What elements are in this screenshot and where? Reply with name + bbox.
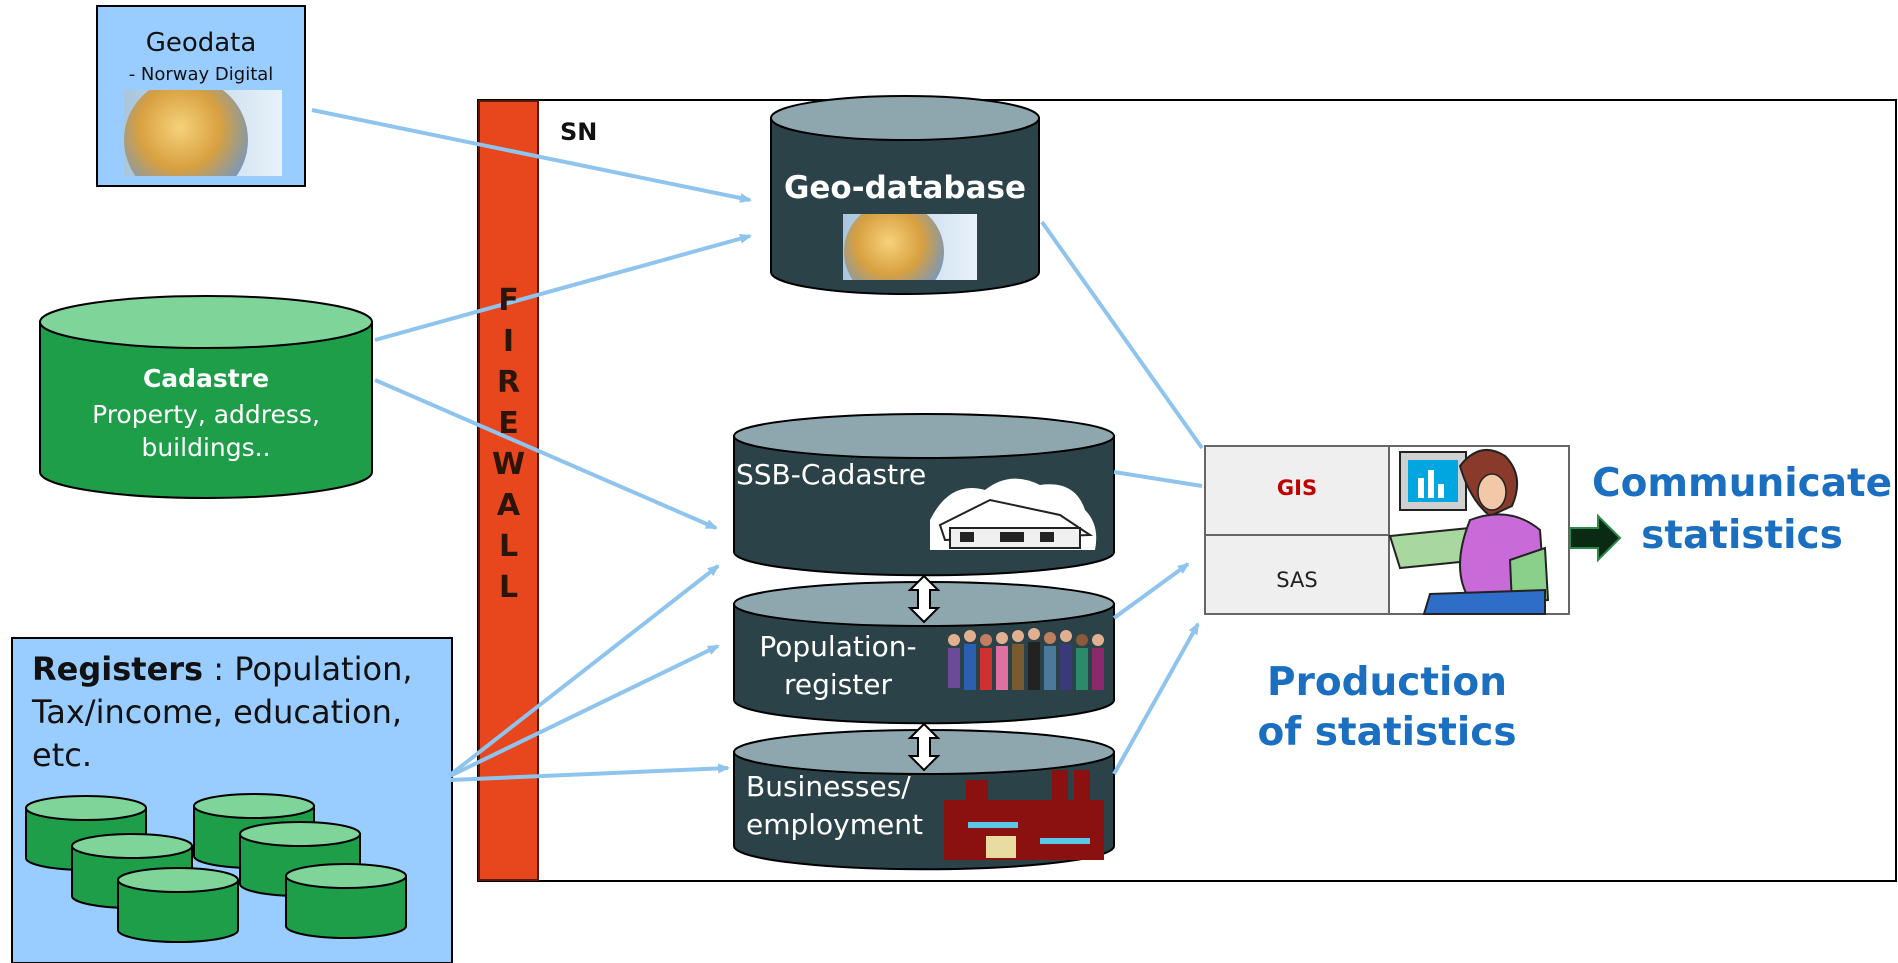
communicate-arrow-right-icon [1569,513,1622,563]
geodata-subtitle: - Norway Digital [128,64,274,85]
double-arrow-cadastre-population [907,574,941,624]
production-label: Production of statistics [1232,658,1542,758]
arrow-population-to-workstation [1112,562,1190,620]
person-at-computer-icon [1388,448,1550,615]
production-label-line1: Production [1267,660,1507,705]
arrow-cadastre-to-geodb [374,233,752,342]
arrow-registers-to-population [449,644,720,778]
firewall-letter: A [496,488,521,523]
firewall-bar [478,100,539,881]
geodata-title: Geodata [145,28,257,58]
registers-separator: : [203,650,235,688]
population-register-people-icon [948,628,1104,690]
arrow-geodb-to-workstation [1040,220,1204,450]
firewall-letter: F [498,283,519,318]
double-arrow-population-businesses [907,722,941,772]
arrow-cadastre-to-ssb [374,378,718,530]
communicate-label-line2: statistics [1641,513,1843,558]
geo-database-label: Geo-database [783,170,1027,206]
arrow-registers-to-ssb [448,564,720,777]
businesses-label-line2: employment [746,808,923,841]
businesses-factory-icon [944,770,1104,860]
sn-boundary-box [477,99,1897,882]
arrow-registers-to-businesses [449,763,730,782]
arrow-ssb-to-workstation [1113,470,1203,488]
cadastre-description: Property, address, buildings.. [92,400,320,462]
geodata-globe-icon [124,90,282,176]
registers-title: Registers [32,650,204,688]
arrow-businesses-to-workstation [1112,622,1200,775]
geo-database-globe-icon [843,214,977,280]
registers-description: Population, Tax/income, education, etc. [32,650,413,774]
registers-database-cylinders-icon [25,793,407,943]
cadastre-title: Cadastre [142,364,270,393]
firewall-letter: W [491,447,526,482]
flow-arrows [311,108,1204,782]
sas-label: SAS [1276,568,1318,592]
population-register-label-line1: Population- [759,630,917,663]
firewall-letter: L [498,529,519,564]
arrow-geodata-to-geodb [311,108,752,203]
ssb-cadastre-house-icon [930,478,1097,550]
firewall-letter: I [502,324,515,359]
communicate-label-line1: Communicate [1592,461,1893,506]
registers-text: Registers : Population, Tax/income, educ… [32,648,442,777]
population-register-label: Population- register [740,628,936,704]
sn-label: SN [560,118,598,146]
firewall-letter: L [498,570,519,605]
businesses-label: Businesses/ employment [746,768,923,844]
population-register-label-line2: register [784,668,892,701]
ssb-cadastre-label: SSB-Cadastre [736,458,927,491]
gis-label: GIS [1276,476,1318,500]
firewall-letter: E [498,406,519,441]
cadastre-source-cylinder [39,295,373,499]
communicate-label: Communicate statistics [1592,458,1892,562]
firewall-letter: R [496,365,521,400]
production-label-line2: of statistics [1257,710,1517,755]
businesses-label-line1: Businesses/ [746,770,911,803]
